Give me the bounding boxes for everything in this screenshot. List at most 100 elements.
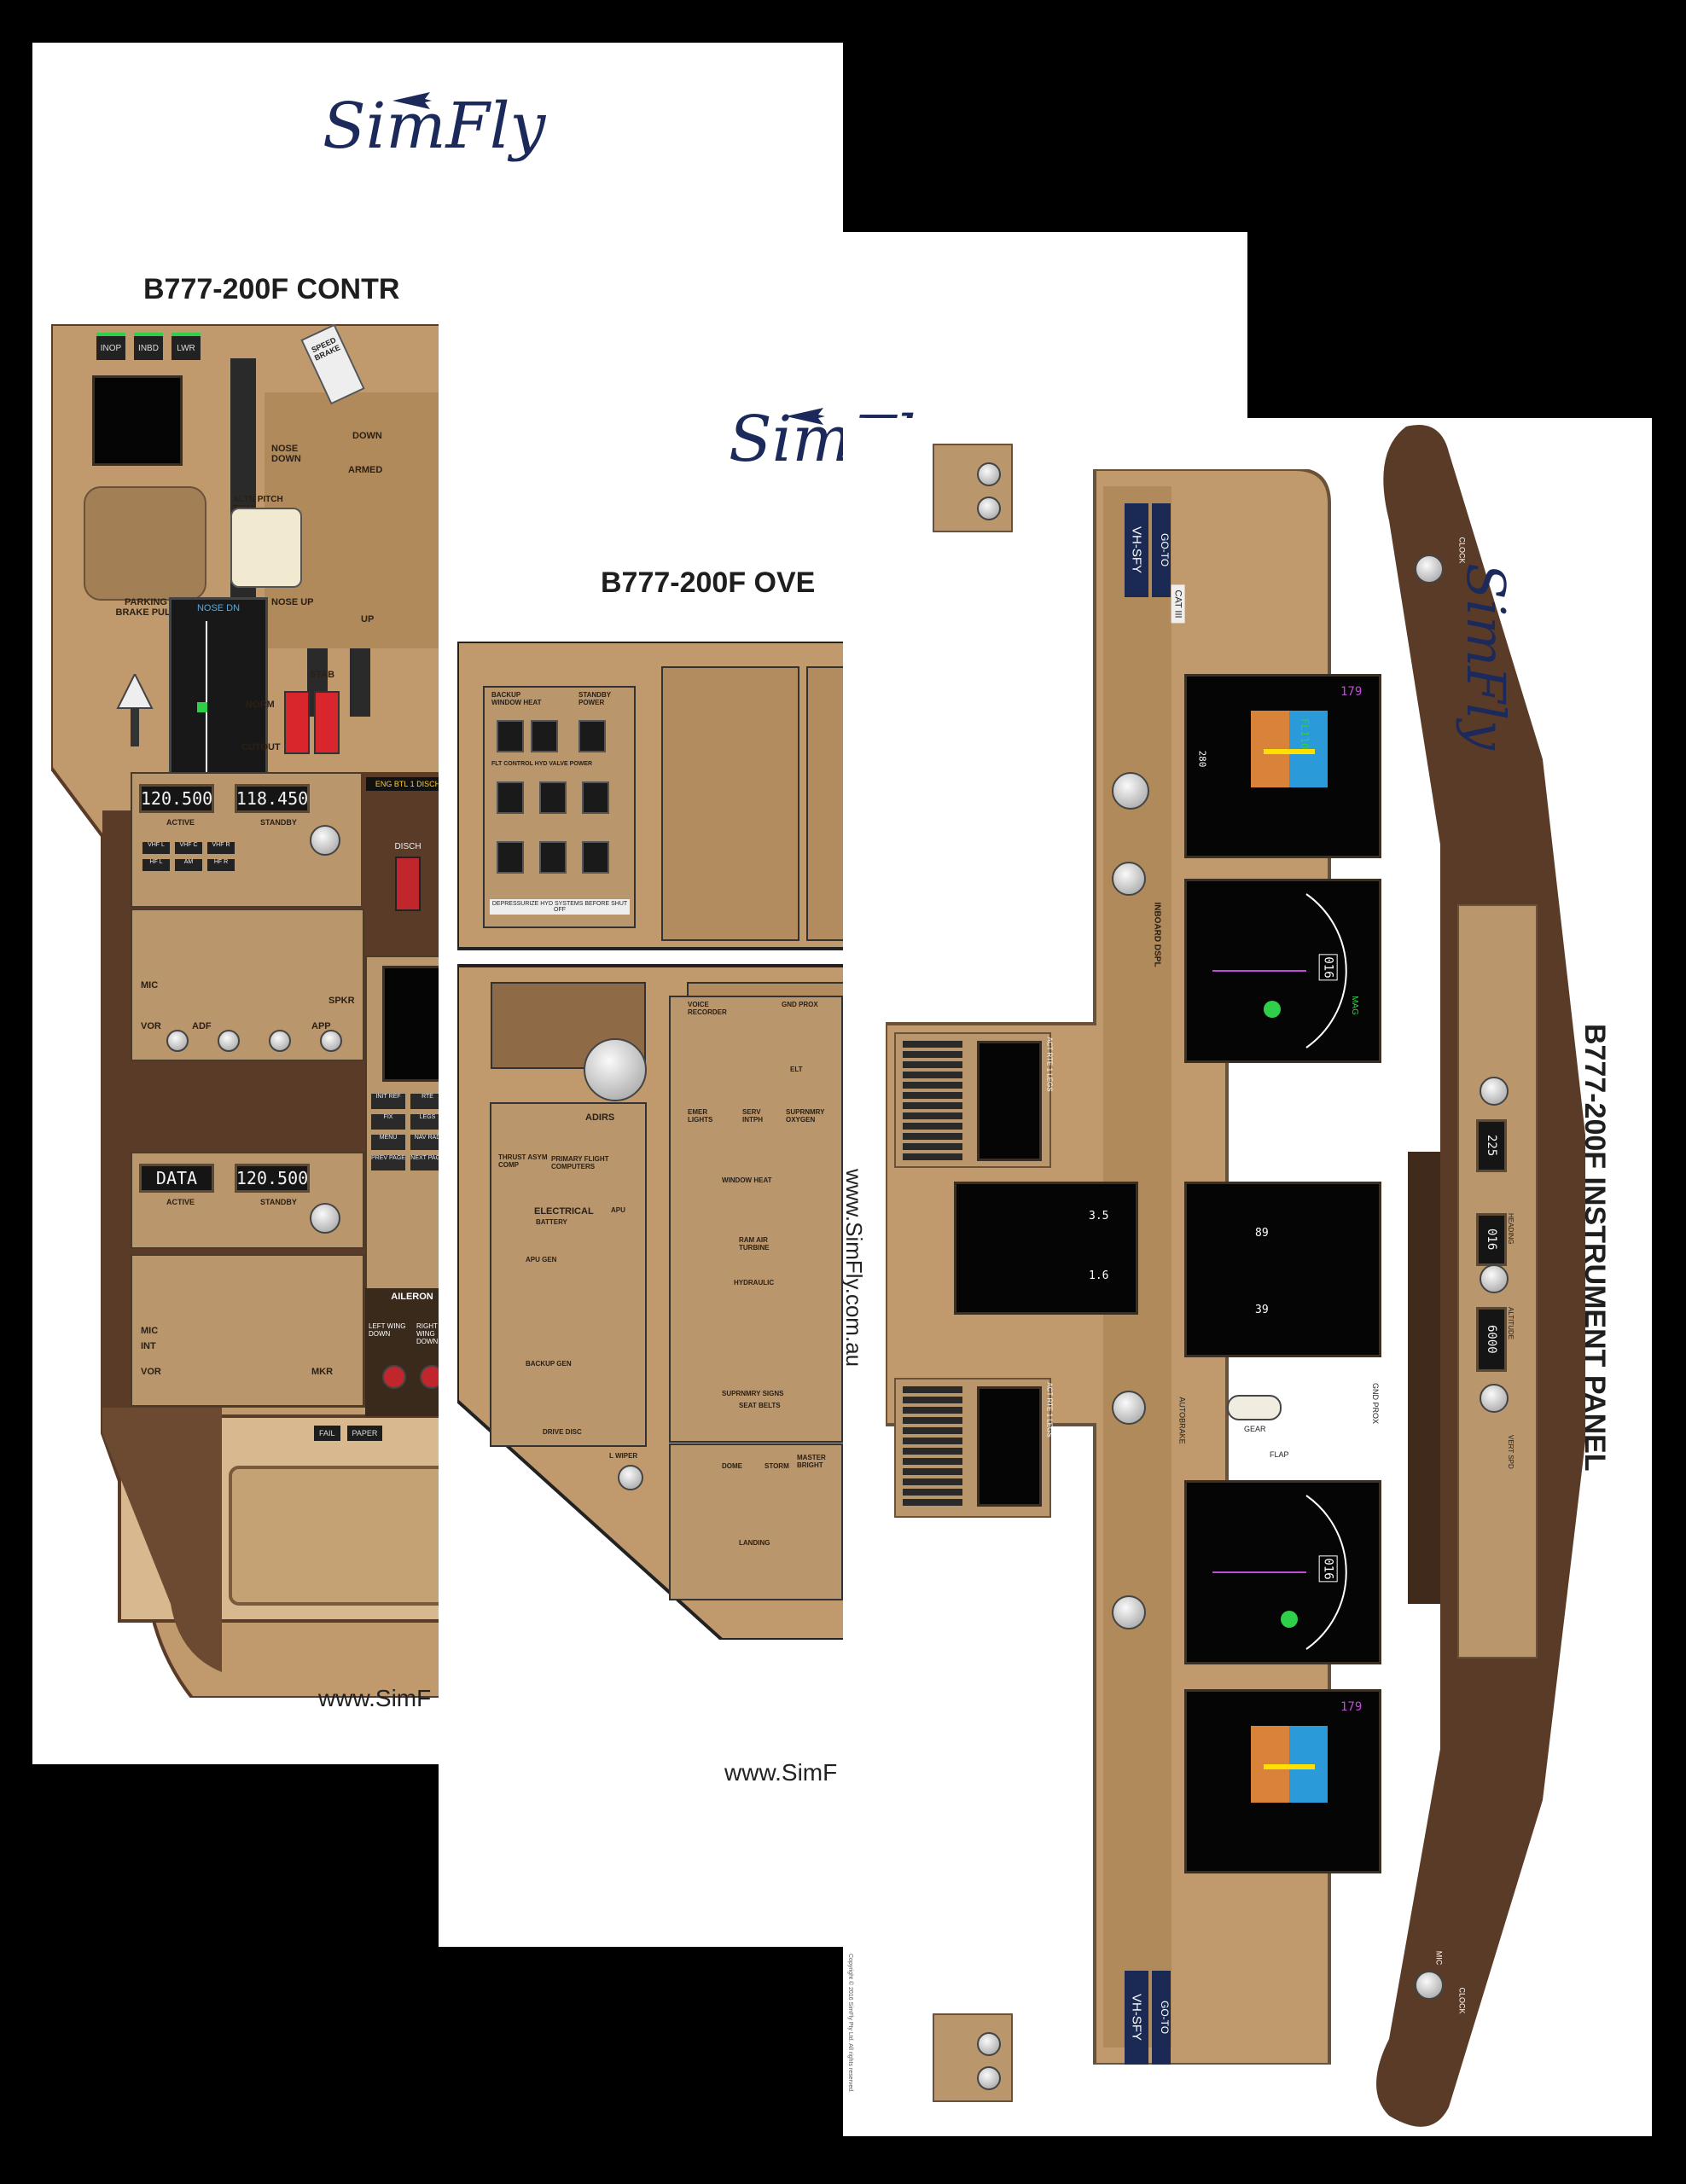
- nav-rad-key[interactable]: NAV RAD: [410, 1135, 445, 1150]
- vhf-r-key[interactable]: VHF R: [207, 842, 235, 854]
- thrust-asym-label: THRUST ASYM COMP: [498, 1153, 548, 1169]
- hyd-valve-3-switch[interactable]: [582, 781, 609, 814]
- eicas-lower: 89 39: [1184, 1182, 1381, 1357]
- hf-l-key[interactable]: HF L: [142, 859, 170, 871]
- legs-key[interactable]: LEGS: [410, 1114, 445, 1130]
- pfc-label: PRIMARY FLIGHT COMPUTERS: [551, 1155, 609, 1170]
- standby-power-switch[interactable]: [578, 720, 606, 752]
- backup-heat-right-switch[interactable]: [531, 720, 558, 752]
- hyd-valve-1-switch[interactable]: [497, 781, 524, 814]
- sheet-title: B777-200F INSTRUMENT PANEL: [1578, 1024, 1611, 1472]
- prev-page-key[interactable]: PREV PAGE: [371, 1155, 405, 1170]
- stab-label: STAB: [310, 670, 335, 680]
- mcp-altitude-knob[interactable]: [1480, 1384, 1509, 1413]
- mcp-speed-knob[interactable]: [1480, 1077, 1509, 1106]
- autobrake-label: AUTOBRAKE: [1177, 1397, 1187, 1444]
- fix-key[interactable]: FIX: [371, 1114, 405, 1130]
- flap-label: FLAP: [1270, 1450, 1289, 1459]
- serv-intph-label: SERV INTPH: [742, 1108, 763, 1124]
- mcp-hdg-display: 016: [1476, 1213, 1507, 1266]
- hyd-valve-4-switch[interactable]: [497, 841, 524, 874]
- spkr-label: SPKR: [328, 996, 355, 1006]
- reg-tag-top: GO-TO: [1152, 503, 1171, 597]
- electrical-panel: ADIRS PRIMARY FLIGHT COMPUTERS THRUST AS…: [490, 1102, 647, 1447]
- ram-air-turbine-label: RAM AIR TURBINE: [739, 1236, 770, 1252]
- mic-label-ip: MIC: [1434, 1950, 1444, 1966]
- am-key[interactable]: AM: [175, 859, 202, 871]
- backup-heat-left-switch[interactable]: [497, 720, 524, 752]
- mcp-heading-knob[interactable]: [1480, 1264, 1509, 1293]
- reg-plate-bottom: VH-SFY: [1125, 1971, 1148, 2065]
- radio2-active-label: ACTIVE: [166, 1198, 195, 1206]
- lwr-button[interactable]: LWR: [172, 333, 201, 360]
- radio2-tune-knob[interactable]: [310, 1203, 340, 1234]
- hyd-valve-5-switch[interactable]: [539, 841, 567, 874]
- vhf-l-key[interactable]: VHF L: [142, 842, 170, 854]
- inbd-button[interactable]: INBD: [134, 333, 163, 360]
- sheet-title: B777-200F OVE: [601, 566, 816, 599]
- parking-brake-handle[interactable]: [109, 674, 160, 751]
- nd-top: 016 MAG: [1184, 879, 1381, 1063]
- upper-right-panel: VOICE RECORDER GND PROX ELT EMER LIGHTS …: [669, 996, 843, 1443]
- mkr-label: MKR: [311, 1367, 334, 1377]
- stab-cutout-switch-right[interactable]: [314, 691, 340, 754]
- wiper-knob[interactable]: [618, 1465, 643, 1490]
- adf-knob[interactable]: [218, 1030, 240, 1052]
- standby-power-label: STANDBY POWER: [578, 691, 611, 706]
- mcp-alt-display: 6000: [1476, 1307, 1507, 1372]
- hyd-valve-6-switch[interactable]: [582, 841, 609, 874]
- reg-text-bottom: VH-SFY: [1129, 1994, 1144, 2042]
- small-panel-bottom-knob-2[interactable]: [977, 2066, 1001, 2090]
- clock-knob-top[interactable]: [1415, 555, 1444, 584]
- menu-key[interactable]: MENU: [371, 1135, 405, 1150]
- hyd-valve-2-switch[interactable]: [539, 781, 567, 814]
- dome-label: DOME: [722, 1462, 742, 1470]
- next-page-key[interactable]: NEXT PAGE: [410, 1155, 445, 1170]
- apu-label: APU: [611, 1206, 625, 1214]
- radio2-standby-label: STANDBY: [260, 1198, 297, 1206]
- gear-lever[interactable]: [1227, 1395, 1282, 1420]
- radio1-tune-knob[interactable]: [310, 825, 340, 856]
- electrical-label: ELECTRICAL: [534, 1206, 594, 1217]
- emer-lights-label: EMER LIGHTS: [688, 1108, 713, 1124]
- clock-knob-bottom[interactable]: [1415, 1971, 1444, 2000]
- init-ref-key[interactable]: INIT REF: [371, 1094, 405, 1109]
- pfd-heading: 280: [1196, 750, 1208, 768]
- inboard-dspl-knob-bottom[interactable]: [1112, 1595, 1146, 1629]
- vhf-c-key[interactable]: VHF C: [175, 842, 202, 854]
- landing-label: LANDING: [739, 1539, 770, 1547]
- plane-icon: [786, 408, 825, 425]
- stand-display: [92, 375, 183, 466]
- simfly-logo: SimFly: [323, 90, 546, 163]
- app-knob[interactable]: [269, 1030, 291, 1052]
- nd-compass-arc: [1212, 893, 1347, 1048]
- autobrake-knob[interactable]: [1112, 1391, 1146, 1425]
- inboard-dspl-knob-top[interactable]: [1112, 862, 1146, 896]
- fire-handle[interactable]: [395, 857, 421, 911]
- small-panel-bottom-knob-1[interactable]: [977, 2032, 1001, 2056]
- aileron-trim-left[interactable]: [382, 1365, 406, 1389]
- small-panel-top-knob-1[interactable]: [977, 462, 1001, 486]
- seat-belts-label: SEAT BELTS: [739, 1402, 781, 1409]
- radio-panel-1: 120.500 118.450 ACTIVE STANDBY VHF L VHF…: [131, 772, 364, 908]
- supernmry-oxygen-label: SUPRNMRY OXYGEN: [786, 1108, 825, 1124]
- storm-label: STORM: [765, 1462, 789, 1470]
- nd-bottom-arc: [1212, 1495, 1347, 1650]
- sheet-instrument-panel: SimFly VH-SFY GO-TO CAT III 179 FL110 28…: [843, 418, 1652, 2136]
- mkr-knob[interactable]: [320, 1030, 342, 1052]
- pfd-bottom-speed: 179: [1340, 1700, 1363, 1714]
- rte-key[interactable]: RTE: [410, 1094, 445, 1109]
- stab-cutout-switch-left[interactable]: [284, 691, 310, 754]
- hyd-valve-panel: BACKUP WINDOW HEAT STANDBY POWER FLT CON…: [483, 686, 636, 928]
- small-panel-top-knob-2[interactable]: [977, 497, 1001, 520]
- hf-r-key[interactable]: HF R: [207, 859, 235, 871]
- vor-knob[interactable]: [166, 1030, 189, 1052]
- apu-gen-label: APU GEN: [526, 1256, 557, 1263]
- pitch-trim-switch[interactable]: [230, 508, 302, 588]
- sheet-title: B777-200F CONTR: [143, 273, 400, 305]
- pfd-top: 179 FL110 280: [1184, 674, 1381, 858]
- adirs-label: ADIRS: [585, 1112, 615, 1123]
- inop-button[interactable]: INOP: [96, 333, 125, 360]
- mcp-heading-label: HEADING: [1507, 1213, 1514, 1245]
- clock-label-bottom: CLOCK: [1457, 1987, 1467, 2014]
